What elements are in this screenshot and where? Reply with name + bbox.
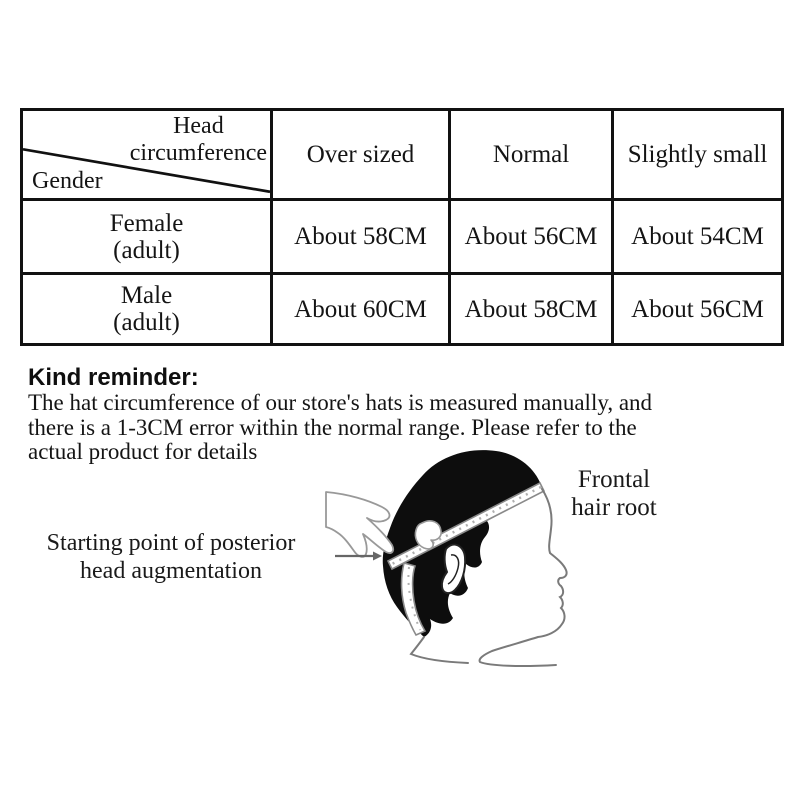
ear-inner-line [447, 554, 460, 585]
hair-shape [382, 450, 543, 637]
reminder-line: there is a 1-3CM error within the normal… [28, 414, 637, 440]
tape-end-marks [407, 566, 421, 631]
face-outline [478, 488, 568, 667]
axis-title-line2: circumference [129, 140, 267, 166]
head-measurement-illustration [325, 450, 568, 667]
table-row-female: Female (adult) About 58CM About 56CM Abo… [20, 198, 784, 275]
table-cell: About 60CM [270, 272, 451, 346]
row-label-male: Male (adult) [20, 272, 273, 346]
neck-outline [409, 636, 469, 664]
size-table: Head circumference Gender Over sized Nor… [20, 108, 784, 346]
ear-shape [440, 543, 467, 595]
row-label-line2: (adult) [113, 236, 180, 264]
table-cell: About 54CM [611, 198, 784, 275]
row-label-female: Female (adult) [20, 198, 273, 275]
frontal-label-line1: Frontal [577, 466, 651, 493]
measuring-hand [325, 491, 395, 558]
tape-end-strip [400, 562, 427, 637]
row-label-line2: (adult) [113, 309, 180, 336]
posterior-point-label: Starting point of posterior head augment… [20, 529, 322, 585]
diagonal-divider-line [23, 147, 270, 194]
frontal-label-line2: hair root [571, 494, 657, 521]
reminder-title: Kind reminder: [28, 364, 199, 391]
reminder-line: actual product for details [28, 439, 258, 465]
reminder-line: The hat circumference of our store's hat… [28, 390, 653, 415]
table-cell: About 56CM [611, 272, 784, 346]
column-header-normal: Normal [448, 108, 614, 201]
diagonal-corner-cell: Head circumference Gender [20, 108, 273, 201]
posterior-label-line1: Starting point of posterior [46, 530, 296, 556]
frontal-hair-root-label: Frontal hair root [549, 466, 679, 522]
row-label-line1: Female [109, 209, 184, 237]
row-label-line1: Male [120, 282, 173, 309]
column-header-oversized: Over sized [270, 108, 451, 201]
table-cell: About 58CM [270, 198, 451, 275]
finger-pinch-shape [414, 520, 442, 550]
row-axis-title: Gender [32, 168, 103, 194]
posterior-label-line2: head augmentation [80, 558, 262, 584]
table-cell: About 56CM [448, 198, 614, 275]
table-row-male: Male (adult) About 60CM About 58CM About… [20, 272, 784, 346]
kind-reminder-section: Kind reminder: The hat circumference of … [28, 364, 773, 465]
axis-title-line1: Head [173, 113, 224, 139]
column-axis-title: Head circumference [130, 113, 267, 167]
table-header-row: Head circumference Gender Over sized Nor… [20, 108, 784, 201]
table-cell: About 58CM [448, 272, 614, 346]
column-header-slightly-small: Slightly small [611, 108, 784, 201]
posterior-pointer-arrow-icon [335, 551, 382, 561]
